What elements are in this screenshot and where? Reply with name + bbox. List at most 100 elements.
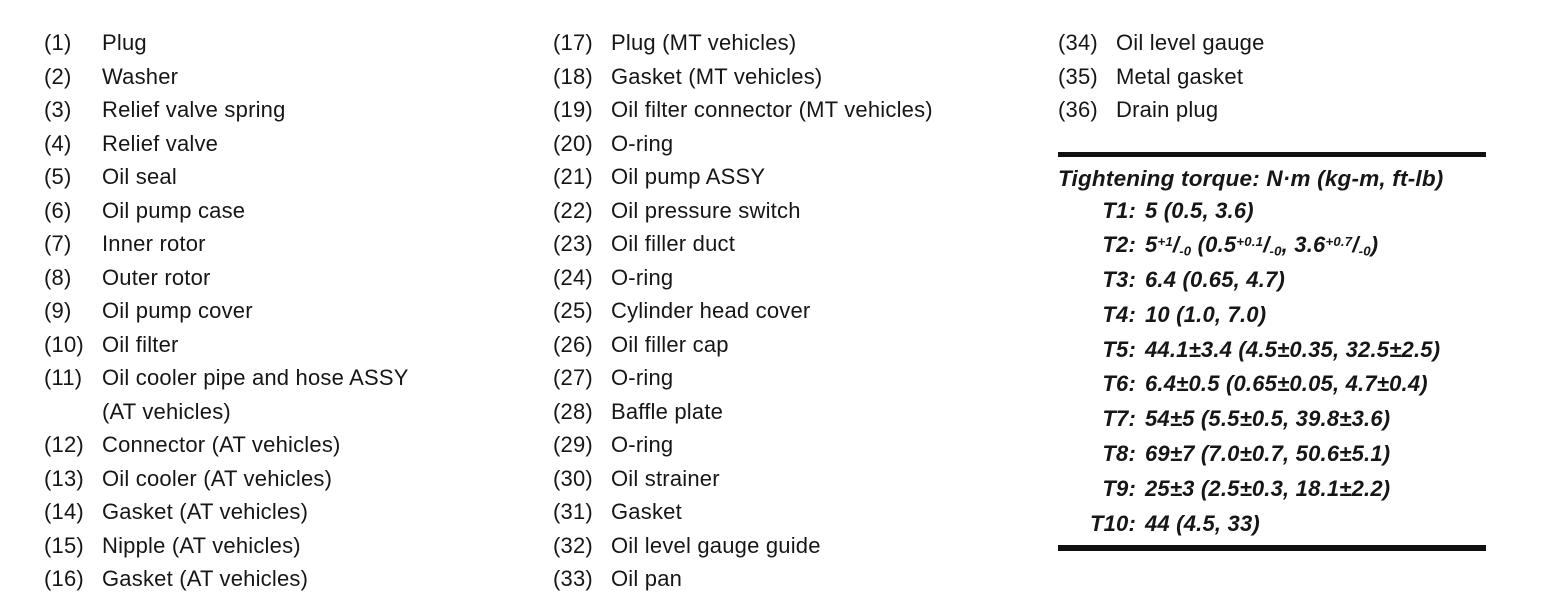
torque-label: T7: [1102, 406, 1136, 432]
part-item: (36) Drain plug [1058, 93, 1486, 127]
part-item: (14) Gasket (AT vehicles) [44, 495, 553, 529]
part-number: (6) [44, 197, 72, 223]
part-number: (5) [44, 164, 72, 189]
parts-list-3: (34) Oil level gauge (35) Metal gasket [1058, 26, 1486, 127]
parts-legend-page: (1) Plug (2) Washer (3) [44, 26, 1486, 596]
part-item: (27) O-ring [553, 361, 1058, 395]
part-item: (9) Oil pump cover [44, 294, 553, 328]
part-number: (1) [44, 30, 72, 55]
part-item: (12) Connector (AT vehicles) [44, 428, 553, 462]
part-item: (22) Oil pressure switch [553, 194, 1058, 228]
part-item: (25) Cylinder head cover [553, 294, 1058, 328]
part-label: Oil seal [102, 164, 177, 189]
part-number: (26) [553, 331, 593, 357]
part-label: Oil filter connector (MT vehicles) [611, 97, 933, 122]
part-label: Oil level gauge [1116, 30, 1265, 55]
torque-label: T1: [1102, 197, 1136, 223]
part-number: (2) [44, 63, 72, 89]
torque-label: T8: [1102, 441, 1136, 467]
part-item: (6) Oil pump case [44, 194, 553, 228]
part-label-continuation: (AT vehicles) [102, 398, 231, 424]
torque-value: 54±5 (5.5±0.5, 39.8±3.6) [1145, 406, 1391, 432]
part-label: Oil filler duct [611, 231, 736, 256]
part-item: (10) Oil filter [44, 328, 553, 362]
torque-entry: T7: 54±5 (5.5±0.5, 39.8±3.6) [1058, 402, 1486, 437]
part-number: (16) [44, 566, 84, 591]
part-label: Relief valve [102, 130, 219, 156]
part-item: (26) Oil filler cap [553, 328, 1058, 362]
part-number: (34) [1058, 30, 1098, 55]
part-label: O-ring [611, 432, 674, 457]
part-label: Cylinder head cover [611, 298, 811, 323]
part-number: (21) [553, 164, 593, 189]
part-number: (17) [553, 30, 593, 55]
torque-label: T3: [1102, 267, 1136, 293]
part-item: (32) Oil level gauge guide [553, 529, 1058, 563]
part-number: (29) [553, 432, 593, 457]
part-item: (15) Nipple (AT vehicles) [44, 529, 553, 563]
torque-value: 6.4±0.5 (0.65±0.05, 4.7±0.4) [1145, 371, 1428, 397]
part-label: Oil level gauge guide [611, 532, 821, 558]
part-item: (20) O-ring [553, 127, 1058, 161]
torque-value: 10 (1.0, 7.0) [1145, 301, 1267, 327]
part-number: (3) [44, 97, 72, 122]
part-item: (1) Plug [44, 26, 553, 60]
part-label: Connector (AT vehicles) [102, 432, 341, 457]
part-label: Oil filler cap [611, 331, 729, 357]
torque-list: T1: 5 (0.5, 3.6) T2: 5+1/-0 (0.5+0.1/-0,… [1058, 194, 1486, 542]
part-item: (28) Baffle plate [553, 395, 1058, 429]
part-number: (35) [1058, 63, 1098, 89]
parts-column-3: (34) Oil level gauge (35) Metal gasket [1058, 26, 1486, 552]
part-item: (23) Oil filler duct [553, 227, 1058, 261]
torque-value: 44.1±3.4 (4.5±0.35, 32.5±2.5) [1145, 336, 1441, 362]
torque-entry: T10: 44 (4.5, 33) [1058, 507, 1486, 542]
torque-entry: T5: 44.1±3.4 (4.5±0.35, 32.5±2.5) [1058, 333, 1486, 368]
part-number: (12) [44, 432, 84, 457]
part-label: Washer [102, 63, 179, 89]
part-item: (18) Gasket (MT vehicles) [553, 60, 1058, 94]
part-label: Oil cooler pipe and hose ASSY [102, 365, 409, 390]
part-item: (16) Gasket (AT vehicles) [44, 562, 553, 596]
part-label: Oil pressure switch [611, 197, 801, 223]
parts-list-2: (17) Plug (MT vehicles) (18) Gasket (MT … [553, 26, 1058, 596]
part-number: (36) [1058, 97, 1098, 122]
part-label: Gasket [611, 499, 682, 524]
part-label: Relief valve spring [102, 97, 286, 122]
part-item: (4) Relief valve [44, 127, 553, 161]
part-item: (34) Oil level gauge [1058, 26, 1486, 60]
torque-label: T4: [1102, 301, 1136, 327]
part-label: Oil pump cover [102, 298, 253, 323]
part-item: (8) Outer rotor [44, 261, 553, 295]
part-number: (22) [553, 197, 593, 223]
part-item: (2) Washer [44, 60, 553, 94]
torque-label: T2: [1102, 232, 1136, 258]
part-item: (11) Oil cooler pipe and hose ASSY (AT v… [44, 361, 553, 428]
torque-label: T5: [1102, 336, 1136, 362]
part-label: Oil pump case [102, 197, 246, 223]
torque-entry: T9: 25±3 (2.5±0.3, 18.1±2.2) [1058, 472, 1486, 507]
torque-entry: T1: 5 (0.5, 3.6) [1058, 194, 1486, 229]
tightening-torque-section: Tightening torque: N·m (kg-m, ft-lb) T1:… [1058, 151, 1486, 552]
part-label: Outer rotor [102, 264, 211, 290]
part-number: (8) [44, 264, 72, 290]
part-item: (19) Oil filter connector (MT vehicles) [553, 93, 1058, 127]
part-label: Gasket (AT vehicles) [102, 499, 309, 524]
torque-title: Tightening torque: N·m (kg-m, ft-lb) [1058, 165, 1444, 191]
part-number: (33) [553, 566, 593, 591]
torque-value: 69±7 (7.0±0.7, 50.6±5.1) [1145, 441, 1391, 467]
part-label: Nipple (AT vehicles) [102, 532, 301, 558]
part-item: (30) Oil strainer [553, 462, 1058, 496]
parts-column-1: (1) Plug (2) Washer (3) [44, 26, 553, 596]
part-label: Baffle plate [611, 398, 724, 424]
part-item: (33) Oil pan [553, 562, 1058, 596]
torque-entry: T4: 10 (1.0, 7.0) [1058, 298, 1486, 333]
torque-value: 6.4 (0.65, 4.7) [1145, 267, 1285, 293]
part-item: (17) Plug (MT vehicles) [553, 26, 1058, 60]
part-number: (14) [44, 499, 84, 524]
torque-entry: T3: 6.4 (0.65, 4.7) [1058, 263, 1486, 298]
part-number: (24) [553, 264, 593, 290]
part-label: O-ring [611, 264, 674, 290]
part-number: (30) [553, 465, 593, 491]
part-number: (23) [553, 231, 593, 256]
part-number: (32) [553, 532, 593, 558]
